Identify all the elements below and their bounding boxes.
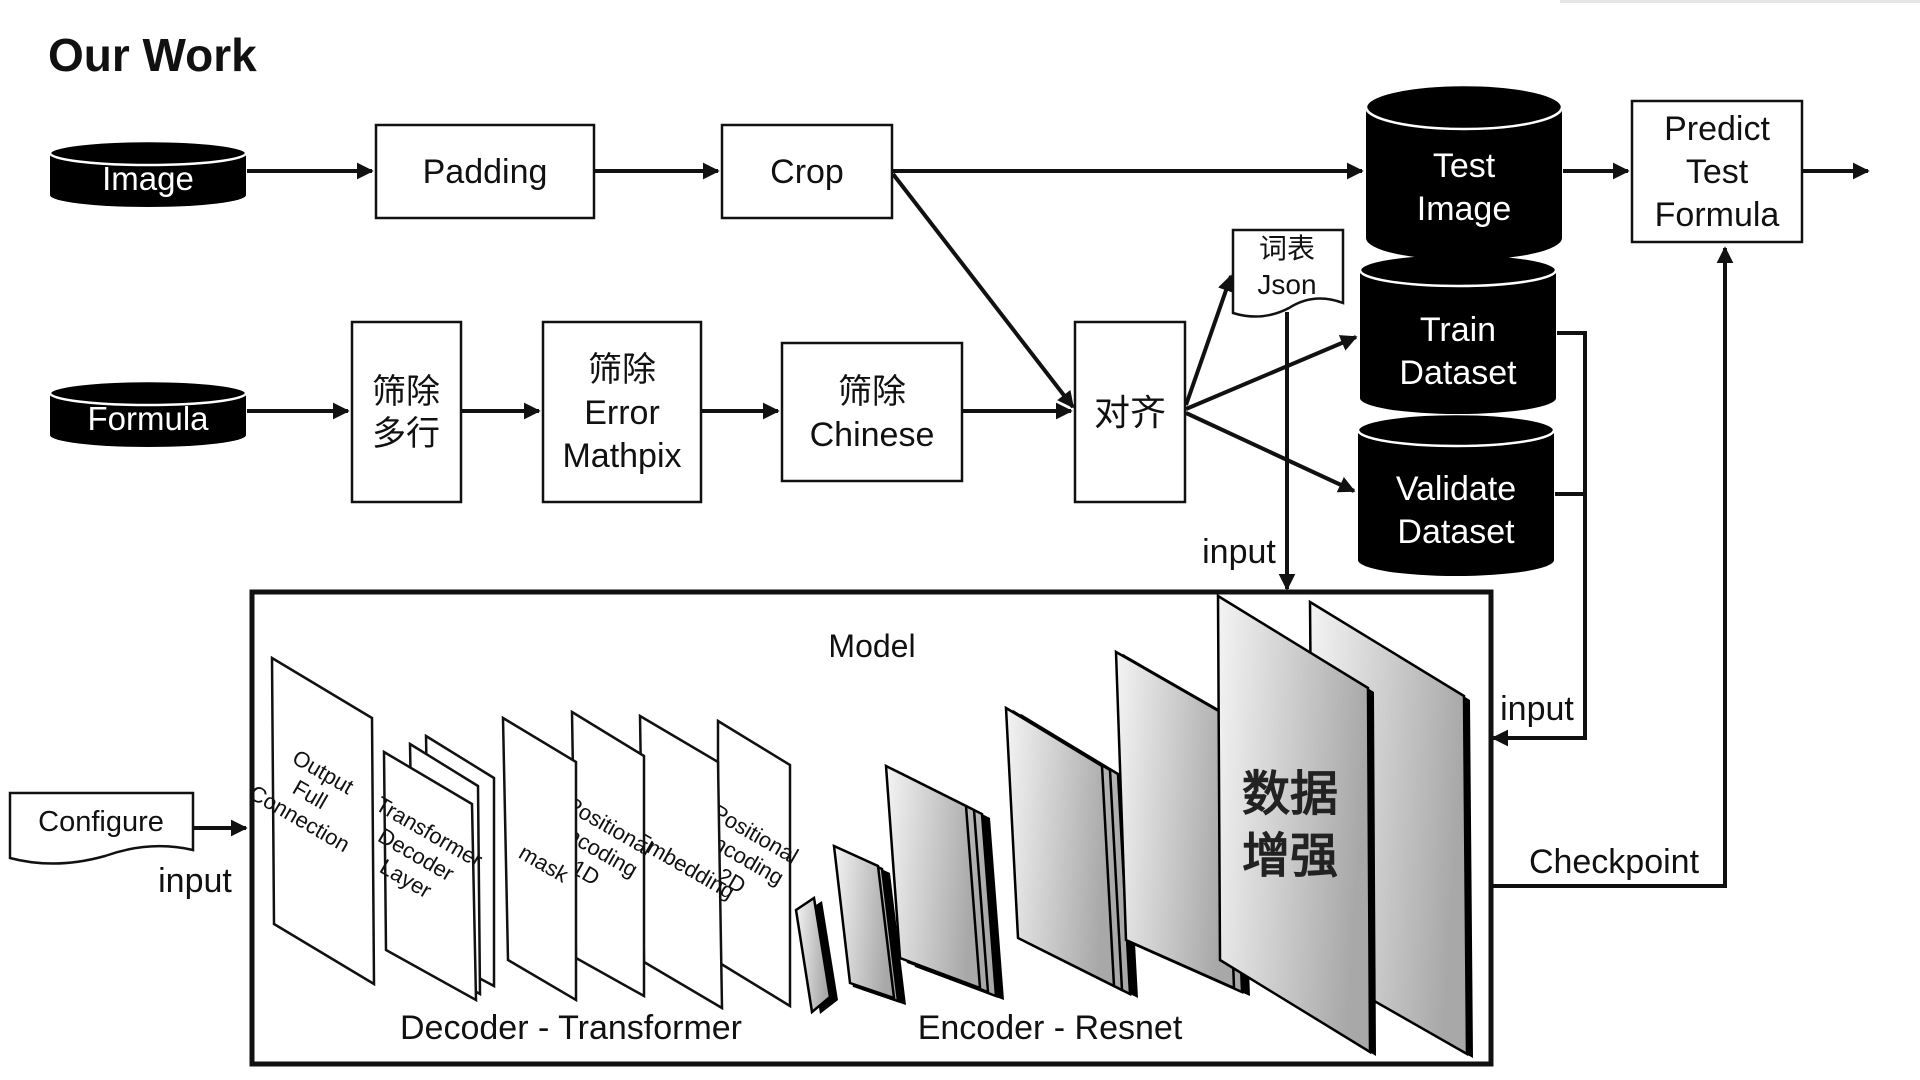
decoder-caption: Decoder - Transformer [400,1009,742,1047]
filter-error-box: 筛除 Error Mathpix [541,320,703,504]
encoder-block-1 [794,895,838,1015]
align-box: 对齐 [1073,320,1187,504]
dataset-input-label: input [1500,690,1574,728]
pipeline-arrows [194,162,1870,888]
arrow-checkpoint-to-predict [1493,246,1734,888]
arrow-align-to-train [1185,335,1358,411]
crop-label: Crop [770,153,844,191]
vocab-json-line2: Json [1257,269,1316,300]
filter-chinese-box: 筛除 Chinese [780,341,964,483]
model-title: Model [828,628,915,664]
filter-chinese-line2: Chinese [810,416,935,454]
encoder-block-2 [832,843,906,1005]
vocab-input-label: input [1202,533,1276,571]
align-label: 对齐 [1094,392,1166,433]
image-source-db: Image [48,139,248,207]
formula-source-label: Formula [87,400,209,437]
predict-line2: Test [1686,153,1749,191]
train-dataset-line2: Dataset [1399,354,1517,392]
decoder-panel-output-fc: Output Full Connection [245,655,376,987]
augment-line2: 增强 [1242,830,1338,883]
validate-dataset-db: Validate Dataset [1356,412,1556,576]
crop-box: Crop [720,123,894,220]
filter-error-line3: Mathpix [562,437,681,475]
vocab-json-doc: 词表 Json [1231,228,1345,318]
image-source-label: Image [102,160,194,197]
decoder-panel-mask: mask [501,715,578,1003]
augment-line1: 数据 [1242,768,1338,821]
test-image-line2: Image [1417,190,1512,228]
filter-chinese-line1: 筛除 [838,373,906,411]
checkpoint-label: Checkpoint [1529,843,1700,881]
encoder-caption: Encoder - Resnet [918,1009,1183,1047]
page-title: Our Work [48,29,257,81]
test-image-line1: Test [1433,147,1496,185]
filter-multiline-line2: 多行 [372,415,440,453]
arrow-datasets-to-model [1491,331,1587,747]
filter-error-line2: Error [584,394,660,432]
configure-input-label: input [158,862,232,900]
encoder-block-4 [1004,705,1138,998]
validate-dataset-line2: Dataset [1397,513,1515,551]
filter-multiline-line1: 筛除 [372,373,440,411]
predict-line3: Formula [1655,196,1780,234]
encoder-resnet-stack: 数据 增强 [794,593,1473,1058]
predict-line1: Predict [1664,110,1770,148]
encoder-block-3 [884,763,1004,1000]
padding-box: Padding [374,123,596,220]
train-dataset-db: Train Dataset [1358,252,1558,414]
encoder-block-5 [1114,649,1250,996]
arrow-align-to-vocab [1184,274,1234,406]
configure-doc: Configure [8,791,195,865]
arrow-align-to-validate [1185,411,1356,493]
padding-label: Padding [423,153,548,191]
filter-error-line1: 筛除 [588,351,656,389]
decoder-panel-transformer-layer: Transformer Decoder Layer [371,749,487,1003]
decoder-panel-pos-encoding-2d: Positional Encoding 2D [696,718,803,1009]
model-frame: Model Decoder - Transformer Encoder - Re… [249,589,1494,1067]
validate-dataset-line1: Validate [1396,470,1516,508]
decoder-transformer-stack: Positional Encoding 2D Embedding Positio… [245,655,803,1011]
formula-source-db: Formula [48,379,248,447]
test-image-db: Test Image [1364,83,1564,260]
predict-box: Predict Test Formula [1630,99,1804,244]
window-edge [1560,0,1920,3]
arrow-crop-to-align [891,172,1075,409]
train-dataset-line1: Train [1420,311,1496,349]
augment-slab-front: 数据 增强 [1216,593,1376,1056]
vocab-json-line1: 词表 [1259,233,1315,264]
configure-label: Configure [38,806,164,838]
filter-multiline-box: 筛除 多行 [350,320,463,504]
